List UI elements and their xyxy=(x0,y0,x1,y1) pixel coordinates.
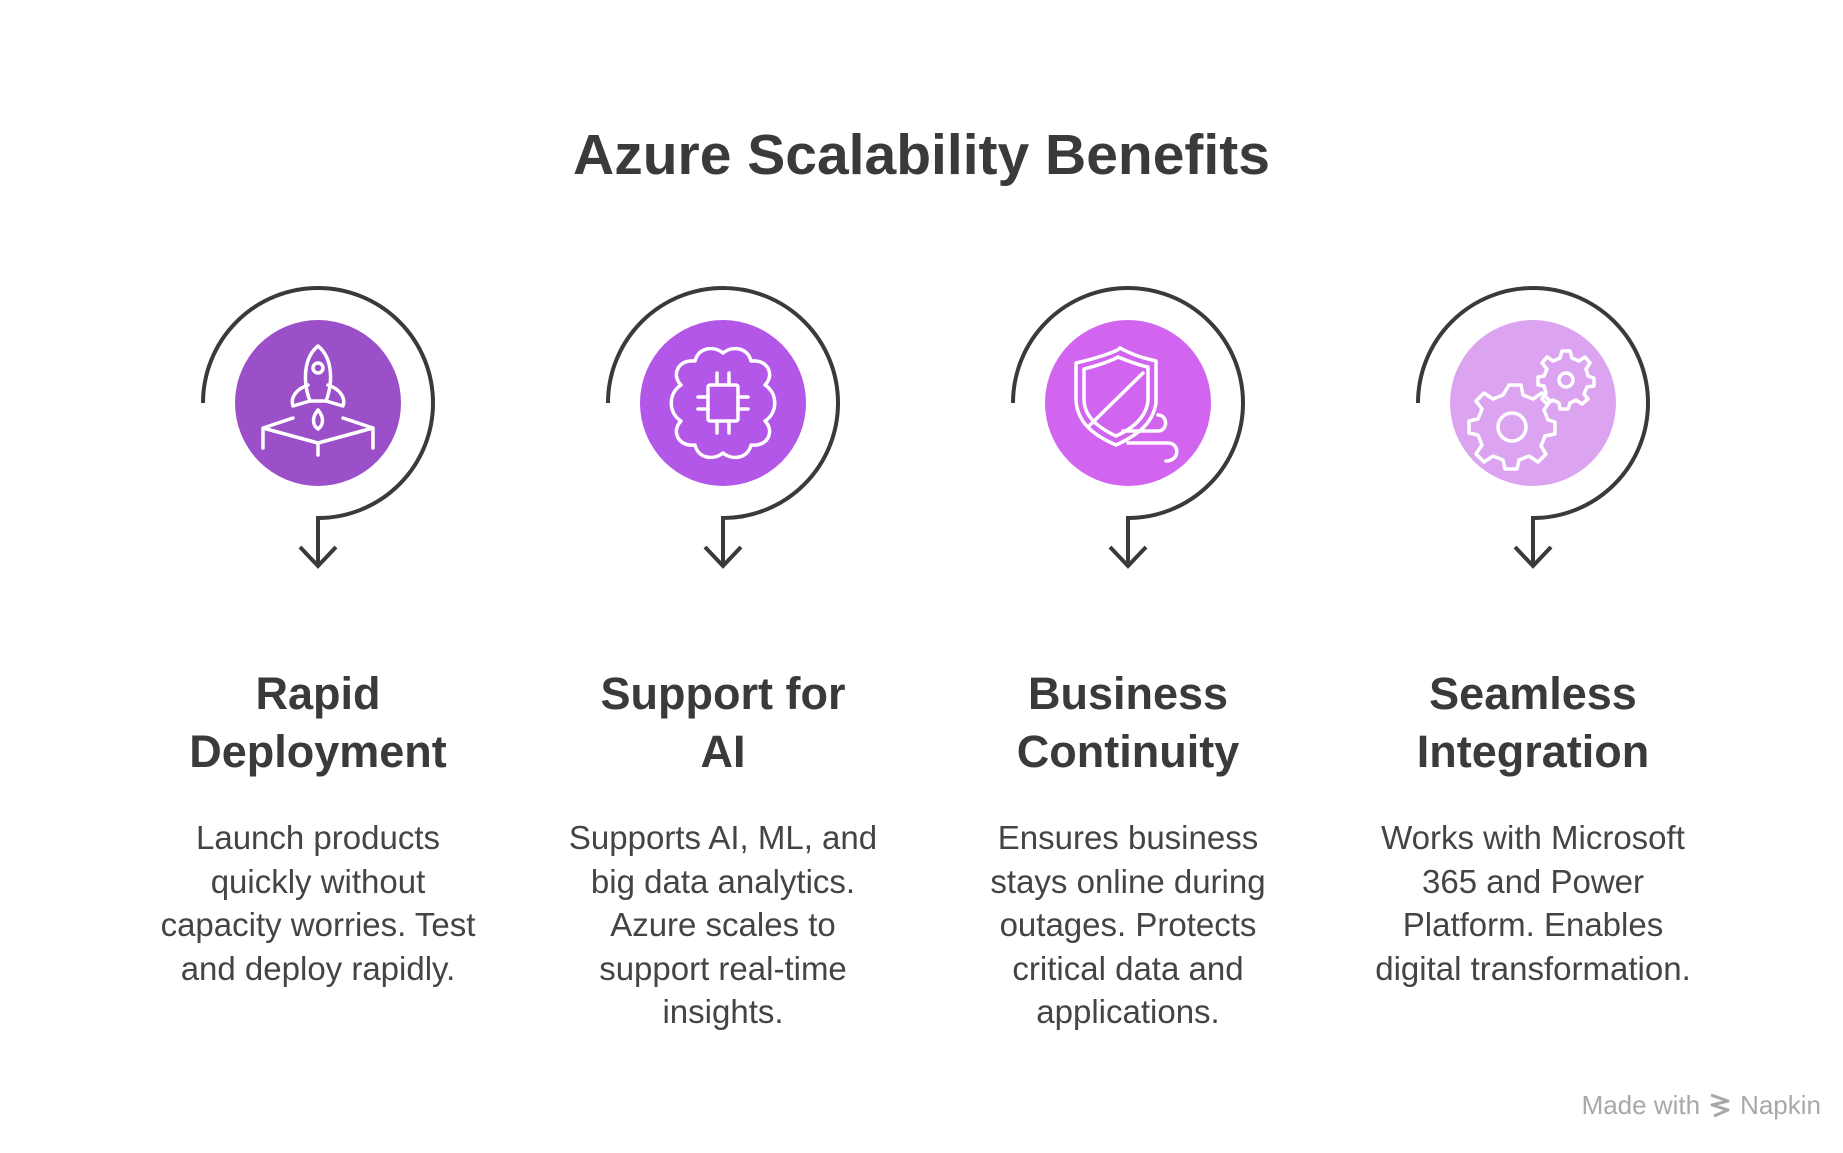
gears-icon xyxy=(1467,349,1596,471)
benefit-heading: Business Continuity xyxy=(1016,668,1240,777)
icon-circle xyxy=(1045,320,1211,486)
benefit-description: Ensures business stays online during out… xyxy=(990,819,1266,1031)
icon-circle xyxy=(1450,320,1616,486)
icon-circle xyxy=(235,320,401,486)
shield-wind-icon xyxy=(1074,346,1179,463)
arrow-arc-icon xyxy=(606,286,840,569)
made-with-label: Made with xyxy=(1581,1090,1701,1120)
napkin-brand-label: Napkin xyxy=(1740,1090,1821,1120)
benefit-business-continuity: Business Continuity Ensures business sta… xyxy=(938,263,1318,1034)
icon-circle xyxy=(640,320,806,486)
benefit-seamless-integration: Seamless Integration Works with Microsof… xyxy=(1343,263,1723,990)
made-with-napkin-badge[interactable]: Made with Napkin xyxy=(1582,1090,1821,1121)
page-title: Azure Scalability Benefits xyxy=(573,123,1270,187)
arrow-arc-icon xyxy=(1416,286,1650,569)
benefit-description: Launch products quickly without capacity… xyxy=(160,819,476,987)
napkin-logo-icon xyxy=(1710,1093,1730,1117)
benefit-description: Supports AI, ML, and big data analytics.… xyxy=(568,819,878,1031)
benefit-description: Works with Microsoft 365 and Power Platf… xyxy=(1375,819,1691,987)
brain-chip-icon xyxy=(669,346,777,460)
arrow-arc-icon xyxy=(201,286,435,569)
benefit-rapid-deployment: Rapid Deployment Launch products quickly… xyxy=(128,263,508,990)
rocket-launch-icon xyxy=(261,344,375,457)
benefit-heading: Seamless Integration xyxy=(1416,668,1650,777)
benefit-support-for-ai: Support for AI Supports AI, ML, and big … xyxy=(533,263,913,1034)
arrow-arc-icon xyxy=(1011,286,1245,569)
benefit-heading: Rapid Deployment xyxy=(189,668,447,777)
benefit-heading: Support for AI xyxy=(600,668,846,777)
